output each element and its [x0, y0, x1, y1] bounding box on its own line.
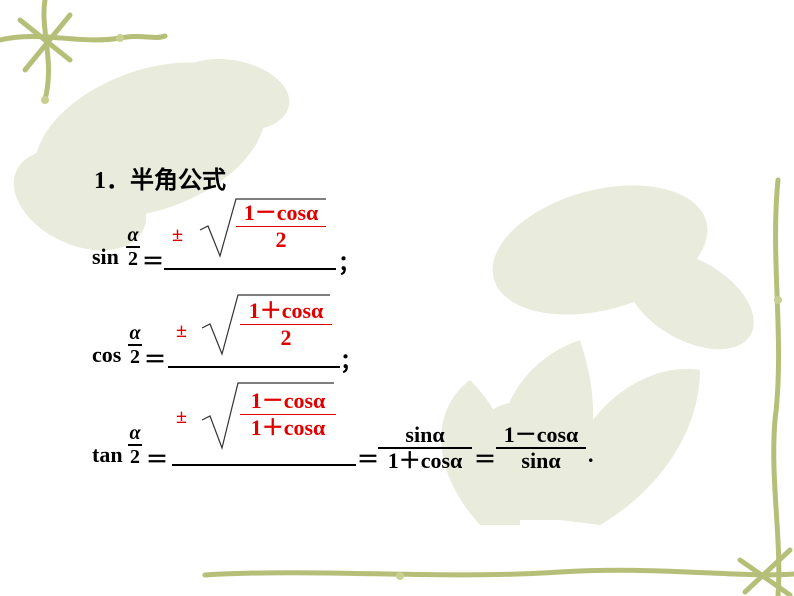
sin-tail: ；: [338, 251, 361, 276]
tan-equals-2: ＝: [357, 447, 380, 472]
tan-equals-3: ＝: [474, 447, 497, 472]
tan-func-label: tan: [92, 442, 123, 467]
tan-sin-over-1pluscos: sinα 1＋cosα: [378, 423, 472, 473]
tan-f3-den: sinα: [521, 448, 561, 473]
sin-answer-fraction: 1－cosα 2: [236, 200, 326, 253]
tan-answer-fraction: 1－cosα 1＋cosα: [240, 388, 336, 441]
cos-func-label: cos: [92, 342, 122, 367]
tan-equals: ＝: [146, 447, 169, 472]
tan-f2-den: 1＋cosα: [387, 448, 463, 473]
cos-answer-den: 2: [280, 325, 292, 350]
sin-answer-num: 1－cosα: [243, 200, 319, 225]
tan-half-num: α: [129, 422, 141, 444]
sin-half-angle: α 2: [126, 224, 140, 270]
sin-half-num: α: [127, 224, 139, 246]
cos-radical-icon: [201, 294, 330, 356]
tan-answer-num: 1－cosα: [250, 388, 326, 413]
section-heading: 1．半角公式: [94, 168, 226, 194]
cos-answer-num: 1＋cosα: [248, 298, 324, 323]
tan-radical-icon: [201, 382, 334, 451]
tan-answer-den: 1＋cosα: [250, 415, 326, 440]
sin-answer-blank: [164, 268, 336, 270]
sin-radical-icon: [199, 198, 326, 258]
cos-half-den: 2: [130, 346, 140, 368]
tan-answer-blank: [172, 464, 356, 466]
cos-equals: ＝: [144, 347, 167, 372]
lotus-watermark-icon: [13, 58, 754, 525]
tan-answer-sign: ±: [176, 406, 187, 428]
sin-answer-den: 2: [275, 227, 287, 252]
tan-half-den: 2: [130, 446, 140, 468]
sin-func-label: sin: [92, 244, 119, 269]
sin-half-den: 2: [128, 248, 138, 270]
cos-answer-sign: ±: [176, 320, 187, 342]
tan-1minuscos-over-sin: 1－cosα sinα: [496, 423, 586, 473]
sin-equals: ＝: [142, 249, 165, 274]
cos-answer-fraction: 1＋cosα 2: [240, 298, 332, 351]
cos-half-num: α: [129, 322, 141, 344]
tan-f3-num: 1－cosα: [503, 422, 579, 447]
sin-answer-sign: ±: [172, 224, 183, 246]
tan-f2-num: sinα: [405, 422, 445, 447]
cos-tail: ；: [340, 349, 363, 374]
cos-answer-blank: [168, 366, 340, 368]
tan-half-angle: α 2: [128, 422, 142, 468]
tan-tail: .: [588, 442, 594, 467]
cos-half-angle: α 2: [128, 322, 142, 368]
